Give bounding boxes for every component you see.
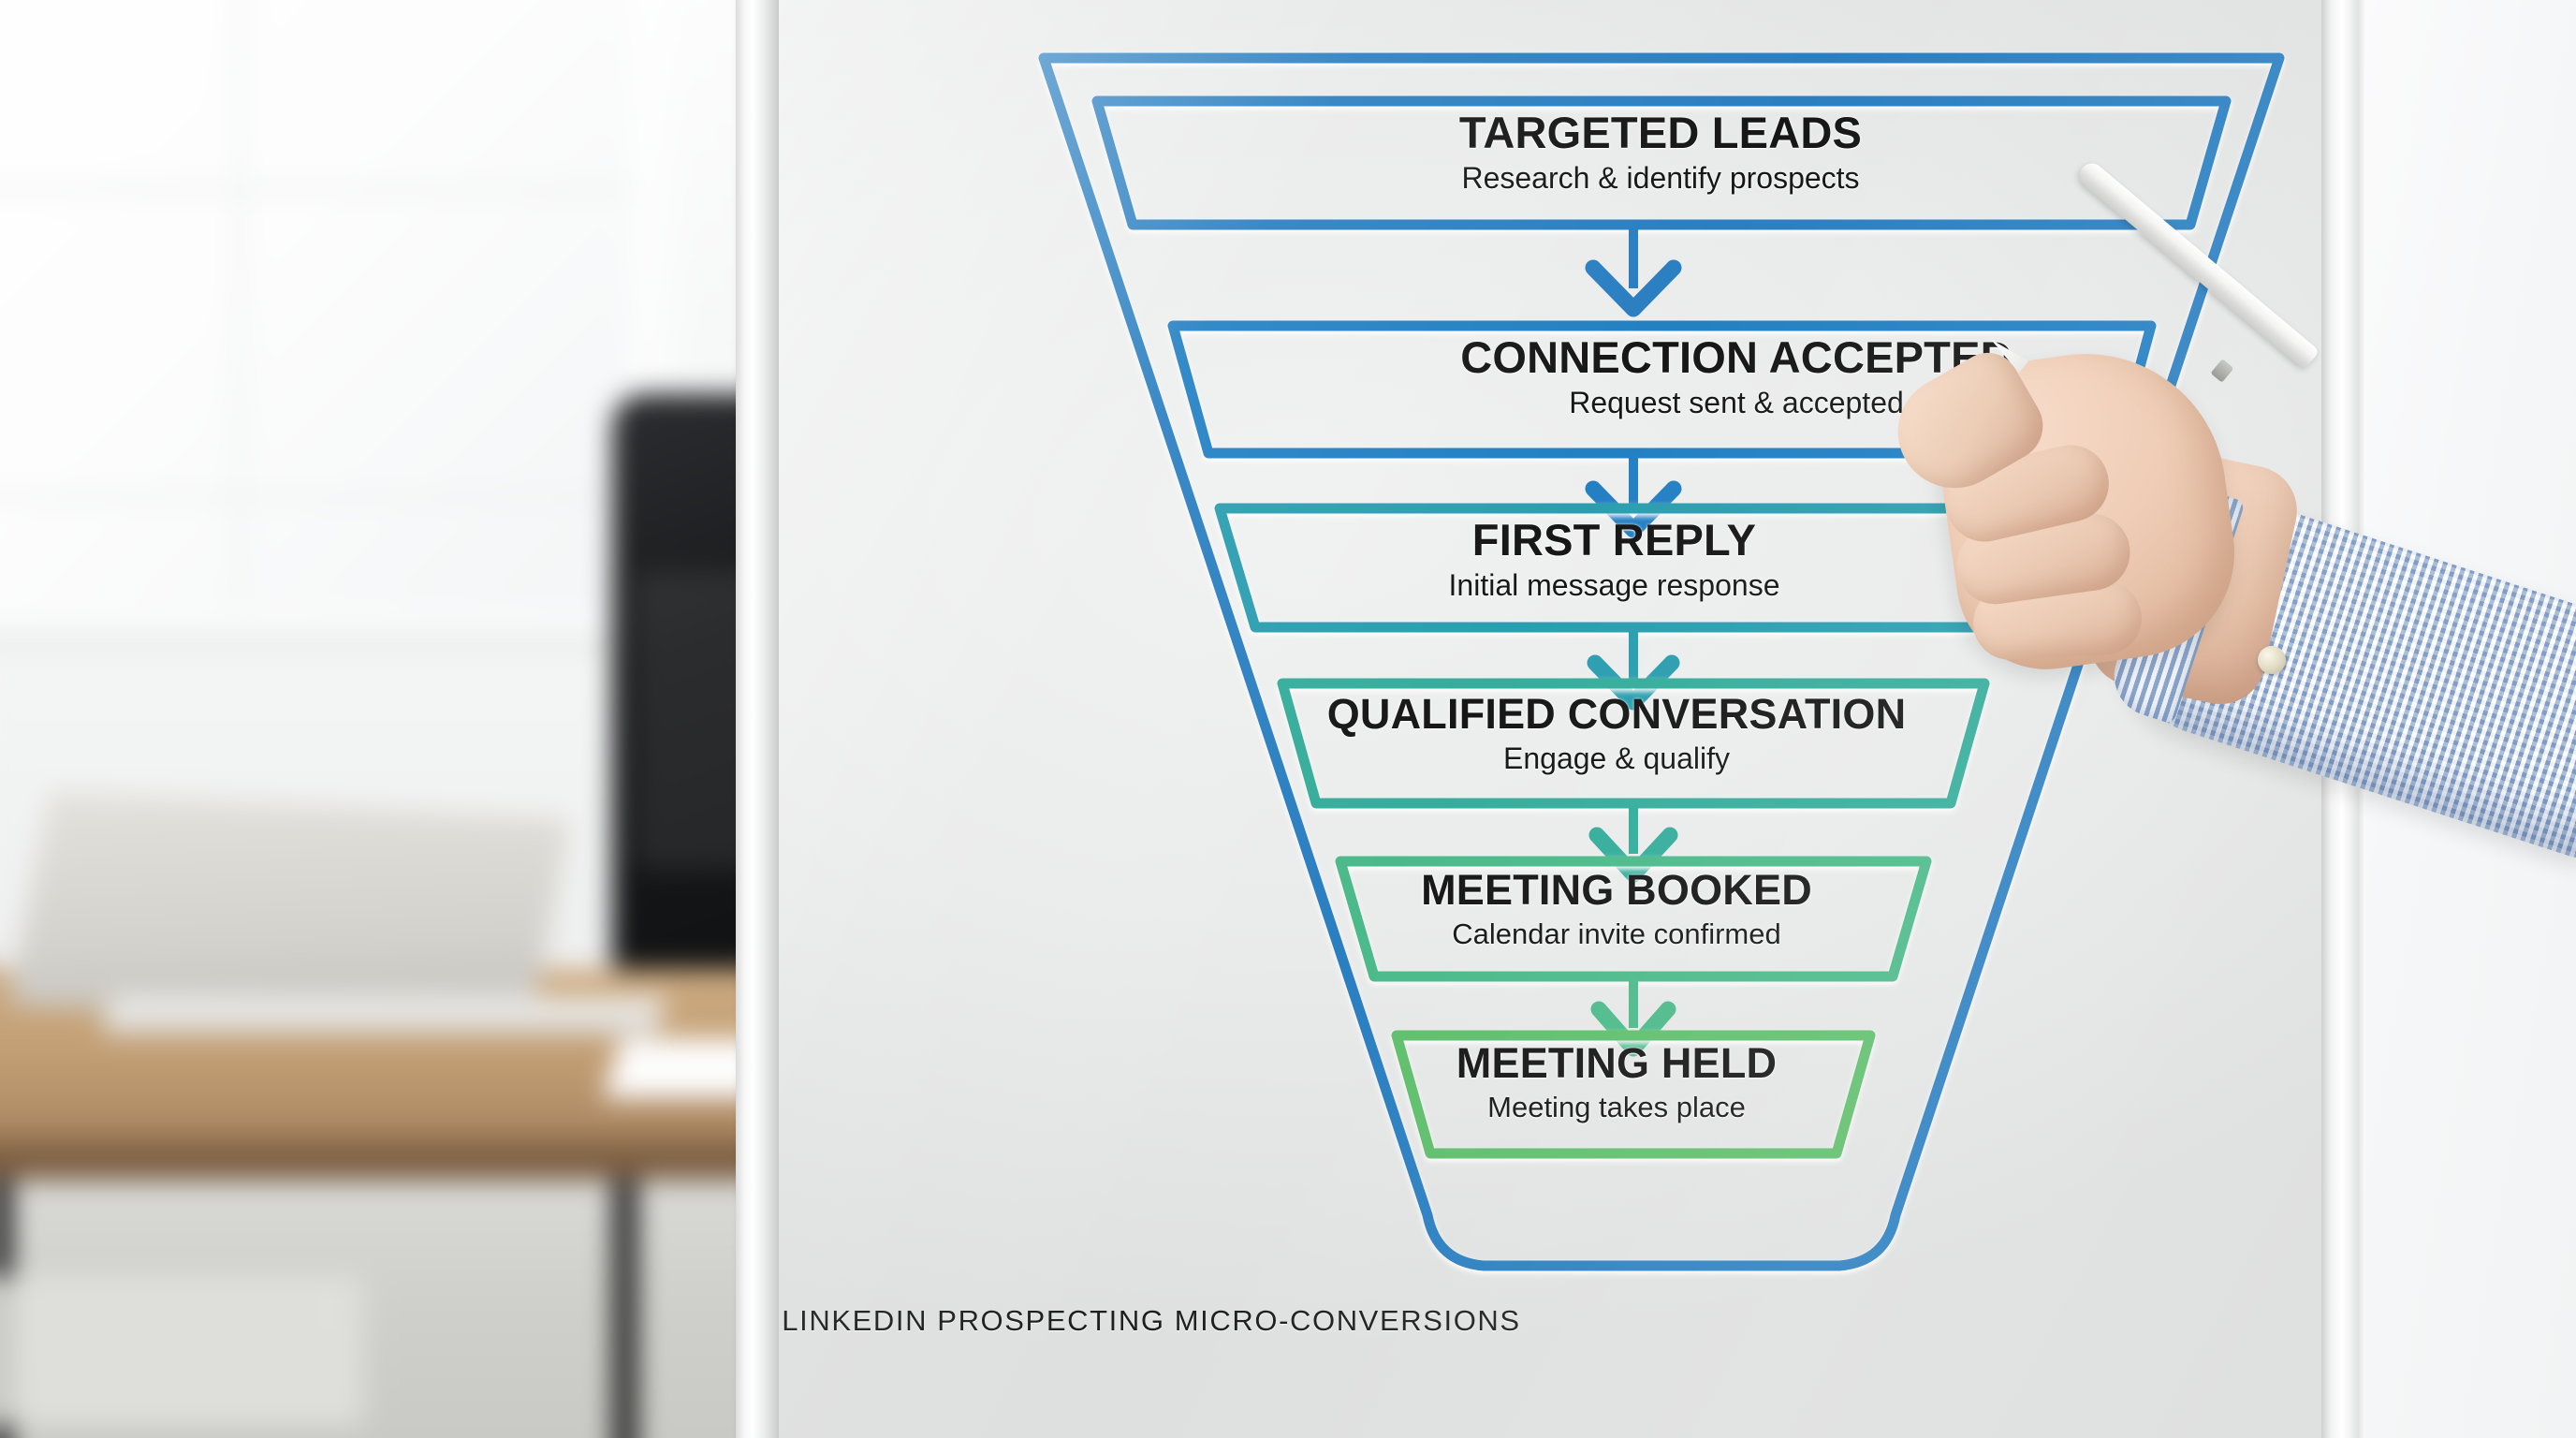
office-window	[0, 0, 633, 623]
funnel-connector-1	[1585, 225, 1682, 317]
laptop-base	[100, 996, 667, 1035]
funnel-stage-3-label: FIRST REPLY Initial message response	[1220, 518, 2009, 600]
funnel-stage-2-label: CONNECTION ACCEPTED Request sent & accep…	[1173, 335, 2300, 418]
stage-2-title: CONNECTION ACCEPTED	[1460, 332, 2012, 382]
stage-1-subtitle: Research & identify prospects	[1461, 161, 1860, 195]
stage-6-subtitle: Meeting takes place	[1487, 1091, 1746, 1123]
window-sill	[0, 611, 692, 654]
stage-4-title: QUALIFIED CONVERSATION	[1326, 690, 1907, 738]
funnel-stage-4-label: QUALIFIED CONVERSATION Engage & qualify	[1282, 693, 1951, 773]
stage-1-title: TARGETED LEADS	[1458, 108, 1863, 157]
stage-3-subtitle: Initial message response	[1448, 568, 1780, 602]
stage-6-title: MEETING HELD	[1456, 1039, 1778, 1087]
stage-5-subtitle: Calendar invite confirmed	[1452, 917, 1781, 950]
stage-2-subtitle: Request sent & accepted	[1569, 386, 1904, 419]
whiteboard-frame-right	[2321, 0, 2361, 1438]
radiator	[0, 1276, 364, 1426]
office-background	[0, 0, 768, 1438]
stage-4-subtitle: Engage & qualify	[1503, 741, 1730, 775]
stage-3-title: FIRST REPLY	[1471, 515, 1757, 565]
desk-edge	[0, 1137, 768, 1184]
funnel-stage-1-label: TARGETED LEADS Research & identify prosp…	[1097, 110, 2224, 193]
funnel-stage-6-label: MEETING HELD Meeting takes place	[1397, 1042, 1837, 1122]
funnel-stage-5-label: MEETING BOOKED Calendar invite confirmed	[1340, 869, 1893, 948]
wall-right	[2359, 0, 2576, 1438]
whiteboard-frame-left	[736, 0, 781, 1438]
diagram-caption: LINKEDIN PROSPECTING MICRO-CONVERSIONS	[782, 1304, 1521, 1337]
stage-5-title: MEETING BOOKED	[1421, 866, 1812, 914]
